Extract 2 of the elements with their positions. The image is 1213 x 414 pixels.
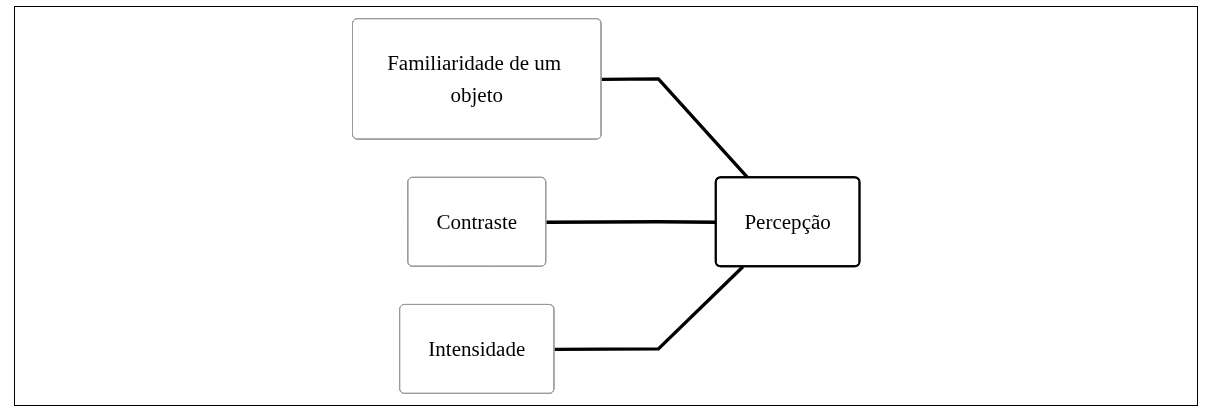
connector	[554, 265, 745, 352]
connector	[601, 77, 750, 179]
